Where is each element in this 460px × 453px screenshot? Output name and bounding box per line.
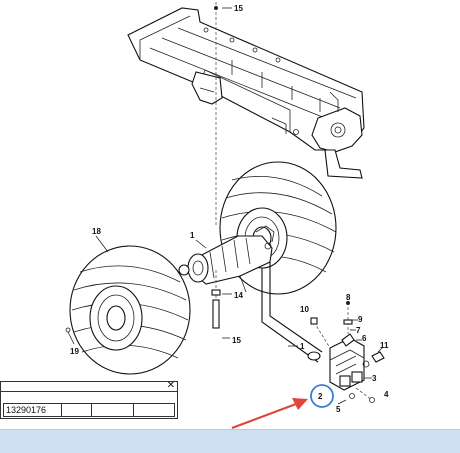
empty-cell-1 (62, 404, 92, 416)
annotation-arrow (231, 398, 308, 430)
callout-1-left: 1 (190, 231, 195, 240)
leader-5 (337, 399, 347, 405)
callout-2: 2 (318, 392, 323, 401)
highlight-circle (310, 384, 334, 408)
callout-5: 5 (336, 405, 341, 414)
callout-4: 4 (384, 390, 389, 399)
callout-8: 8 (346, 293, 351, 302)
fitting-11 (371, 351, 385, 363)
callout-14: 14 (234, 291, 243, 300)
part-number-row[interactable]: 13290176 (3, 403, 175, 417)
bottom-bar (0, 429, 460, 453)
empty-cell-2 (92, 404, 134, 416)
leader-11 (377, 347, 383, 353)
leader-19 (67, 331, 75, 345)
part-info-panel: ✕ 13290176 (0, 381, 178, 419)
o-ring (307, 351, 321, 361)
washer-9 (343, 319, 353, 325)
washer-4 (369, 397, 375, 403)
chassis-frame (127, 7, 365, 179)
callout-18: 18 (92, 227, 101, 236)
callout-6: 6 (362, 334, 367, 343)
nut-5 (349, 393, 355, 399)
leader-line-10 (313, 321, 331, 349)
bolt-15-bottom (212, 299, 220, 329)
callout-1-right: 1 (300, 342, 305, 351)
callout-10: 10 (300, 305, 309, 314)
nut-14 (211, 289, 221, 296)
callout-19: 19 (70, 347, 79, 356)
close-icon[interactable]: ✕ (166, 380, 175, 391)
callout-9: 9 (358, 315, 363, 324)
callout-7: 7 (356, 326, 361, 335)
left-tire (65, 245, 191, 375)
callout-3: 3 (372, 374, 377, 383)
callout-11: 11 (380, 341, 389, 350)
screw-8 (346, 301, 350, 305)
leader-18 (95, 235, 109, 253)
callout-15-bottom: 15 (232, 336, 241, 345)
hose-line-a (261, 268, 319, 363)
panel-header-row (1, 391, 177, 402)
callout-15-top: 15 (234, 4, 243, 13)
part-number-cell: 13290176 (4, 404, 62, 416)
hose-line-b (269, 262, 323, 353)
leader-line-4 (355, 387, 373, 401)
bolt-15-top (214, 6, 218, 10)
empty-cell-3 (134, 404, 174, 416)
valve-assembly (329, 333, 370, 391)
leader-1-left (195, 239, 207, 249)
fitting-10 (310, 317, 318, 325)
